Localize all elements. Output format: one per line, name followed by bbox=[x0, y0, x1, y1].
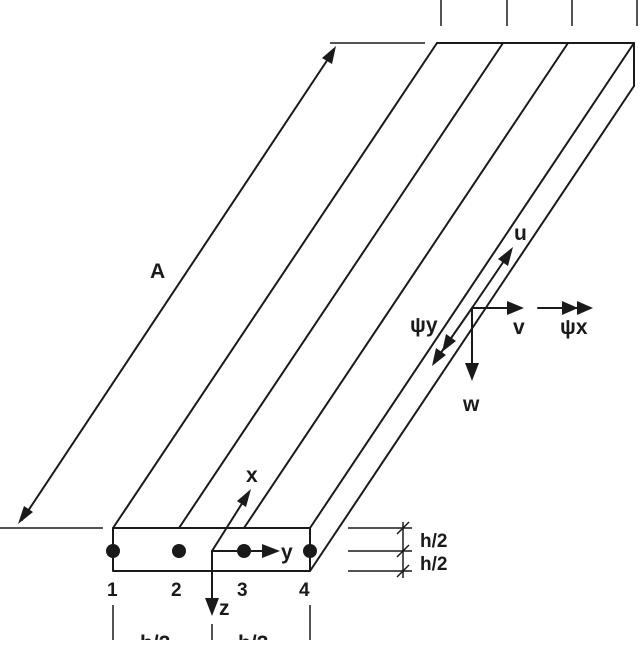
node-2-dot bbox=[172, 544, 186, 558]
node-2-label: 2 bbox=[171, 580, 182, 601]
psi-y-arrowhead-1 bbox=[432, 348, 446, 366]
psi-x-label: ψx bbox=[560, 316, 588, 339]
half-width-label-right: b/2 bbox=[238, 632, 268, 640]
dimension-a: A bbox=[0, 42, 425, 529]
strip-line-2 bbox=[178, 42, 504, 529]
v-arrowhead bbox=[507, 301, 524, 315]
node-1-label: 1 bbox=[107, 580, 118, 601]
local-axes: x y z bbox=[205, 464, 293, 620]
psi-x-arrowhead-2 bbox=[577, 301, 593, 315]
y-axis-arrowhead bbox=[262, 544, 280, 558]
node-3-label: 3 bbox=[237, 580, 248, 601]
thickness-dimension: h/2 h/2 bbox=[348, 521, 447, 578]
z-axis-label: z bbox=[219, 597, 230, 620]
u-label: u bbox=[514, 222, 527, 245]
z-axis-arrowhead bbox=[205, 598, 219, 616]
w-label: w bbox=[462, 393, 480, 416]
strip-line-3 bbox=[243, 42, 569, 529]
degrees-of-freedom: u ψy v w ψx bbox=[410, 222, 593, 416]
strip-line-4 bbox=[309, 42, 635, 529]
half-thickness-label-bottom: h/2 bbox=[420, 554, 447, 575]
top-extension-ticks bbox=[440, 0, 638, 26]
node-4-dot bbox=[303, 544, 317, 558]
arrowhead-a-top bbox=[322, 46, 336, 64]
strip-line-1 bbox=[112, 42, 438, 529]
x-axis-label: x bbox=[246, 464, 258, 487]
psi-x-arrowhead-1 bbox=[562, 301, 578, 315]
x-axis-arrowhead bbox=[237, 489, 251, 507]
length-label: A bbox=[150, 260, 165, 283]
v-label: v bbox=[513, 316, 525, 339]
dimension-line-a bbox=[21, 49, 335, 521]
y-axis-label: y bbox=[281, 541, 293, 564]
psi-y-label: ψy bbox=[410, 314, 438, 337]
node-1-dot bbox=[106, 544, 120, 558]
u-arrowhead bbox=[498, 247, 513, 266]
nodes: 1 2 3 4 bbox=[106, 544, 317, 601]
arrowhead-a-bottom bbox=[18, 506, 33, 524]
w-arrowhead bbox=[465, 363, 479, 381]
u-arrow-line bbox=[471, 257, 507, 309]
node-4-label: 4 bbox=[299, 580, 310, 601]
half-width-label-left: b/2 bbox=[140, 632, 170, 640]
psi-y-arrowhead-2 bbox=[442, 334, 456, 352]
half-thickness-label-top: h/2 bbox=[420, 531, 447, 552]
